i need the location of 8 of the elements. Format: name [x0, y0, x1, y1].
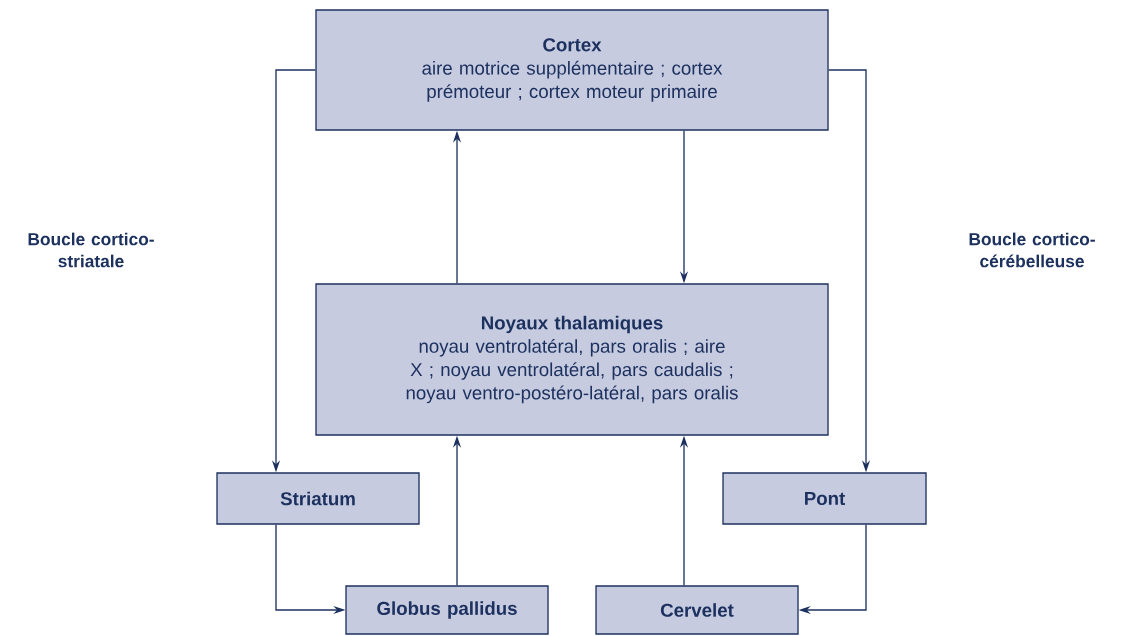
- process-box: Cervelet: [595, 585, 799, 635]
- process-box: Cortex aire motrice supplémentaire ; cortex prémoteur ; cortex moteur primaire: [315, 9, 829, 131]
- loop-label: Boucle cortico-cérébelleuse: [969, 232, 1095, 268]
- loop-label: Boucle cortico-striatale: [28, 232, 154, 268]
- process-box: Pont: [722, 472, 927, 525]
- process-box: Globus pallidus: [345, 585, 549, 635]
- process-box: Noyaux thalamiques noyau ventrolatéral, pars oralis ; aire X ; noyau ventrolatéral, pars caudalis ; noyau ventro-postéro-latéral, pars oralis: [315, 283, 829, 436]
- process-box: Striatum: [216, 472, 420, 525]
